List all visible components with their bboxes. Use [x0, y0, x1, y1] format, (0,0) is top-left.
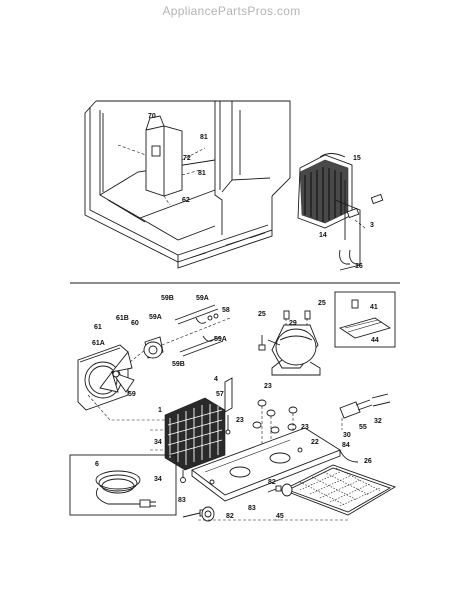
- part-label: 84: [342, 442, 350, 449]
- part-label: 23: [264, 383, 272, 390]
- part-label: 23: [236, 417, 244, 424]
- part-label: 81: [200, 134, 208, 141]
- refrigerator-cabinet: [84, 100, 291, 269]
- watermark: AppliancePartsPros.com: [162, 4, 301, 18]
- part-label: 15: [353, 155, 361, 162]
- part-label: 25: [258, 311, 266, 318]
- power-cord-inset: [69, 454, 177, 516]
- lower-part-labels: 59B 59A 58 59A 61B 61 60 61A 59A 59B 59 …: [92, 295, 382, 520]
- bracket-part-4: [224, 377, 233, 435]
- wire-connector: [339, 393, 391, 430]
- part-label: 3: [370, 222, 374, 229]
- part-label: 59A: [149, 314, 162, 321]
- relay-kit-box: [334, 291, 396, 348]
- part-label: 58: [222, 307, 230, 314]
- part-label: 30: [343, 432, 351, 439]
- fan-motor: [129, 317, 231, 363]
- part-label: 6: [95, 461, 99, 468]
- screws-and-feet: [182, 483, 348, 522]
- ice-container-assembly: [117, 115, 206, 206]
- part-label: 82: [226, 513, 234, 520]
- compressor: [258, 310, 321, 376]
- drain-pan: [281, 449, 397, 516]
- part-label: 59B: [161, 295, 174, 302]
- part-label: 44: [371, 337, 379, 344]
- part-label: 59: [128, 391, 136, 398]
- part-label: 4: [214, 376, 218, 383]
- part-label: 61: [94, 324, 102, 331]
- part-label: 32: [374, 418, 382, 425]
- part-label: 72: [183, 155, 191, 162]
- fan-blade: [99, 351, 135, 393]
- part-label: 41: [370, 304, 378, 311]
- part-label: 34: [154, 476, 162, 483]
- motor-brackets: [174, 304, 224, 357]
- base-plate: [191, 427, 341, 502]
- part-label: 62: [182, 197, 190, 204]
- part-label: 57: [216, 391, 224, 398]
- part-label: 59A: [196, 295, 209, 302]
- part-label: 59A: [214, 336, 227, 343]
- part-label: 16: [355, 263, 363, 270]
- part-label: 61B: [116, 315, 129, 322]
- part-label: 60: [131, 320, 139, 327]
- condenser-coil-upper: [297, 153, 384, 271]
- part-label: 45: [276, 513, 284, 520]
- part-label: 81: [198, 170, 206, 177]
- part-label: 82: [268, 479, 276, 486]
- part-label: 29: [289, 320, 297, 327]
- part-label: 23: [301, 424, 309, 431]
- part-label: 1: [158, 407, 162, 414]
- part-label: 14: [319, 232, 327, 239]
- condenser-coil-lower: [150, 397, 226, 483]
- part-label: 83: [178, 497, 186, 504]
- part-label: 59B: [172, 361, 185, 368]
- part-label: 70: [148, 113, 156, 120]
- part-label: 26: [364, 458, 372, 465]
- upper-part-labels: 70 81 72 81 62 15 14 3 16: [148, 113, 374, 270]
- part-label: 22: [311, 439, 319, 446]
- part-label: 61A: [92, 340, 105, 347]
- part-label: 34: [154, 439, 162, 446]
- part-label: 55: [359, 424, 367, 431]
- part-label: 25: [318, 300, 326, 307]
- part-label: 83: [248, 505, 256, 512]
